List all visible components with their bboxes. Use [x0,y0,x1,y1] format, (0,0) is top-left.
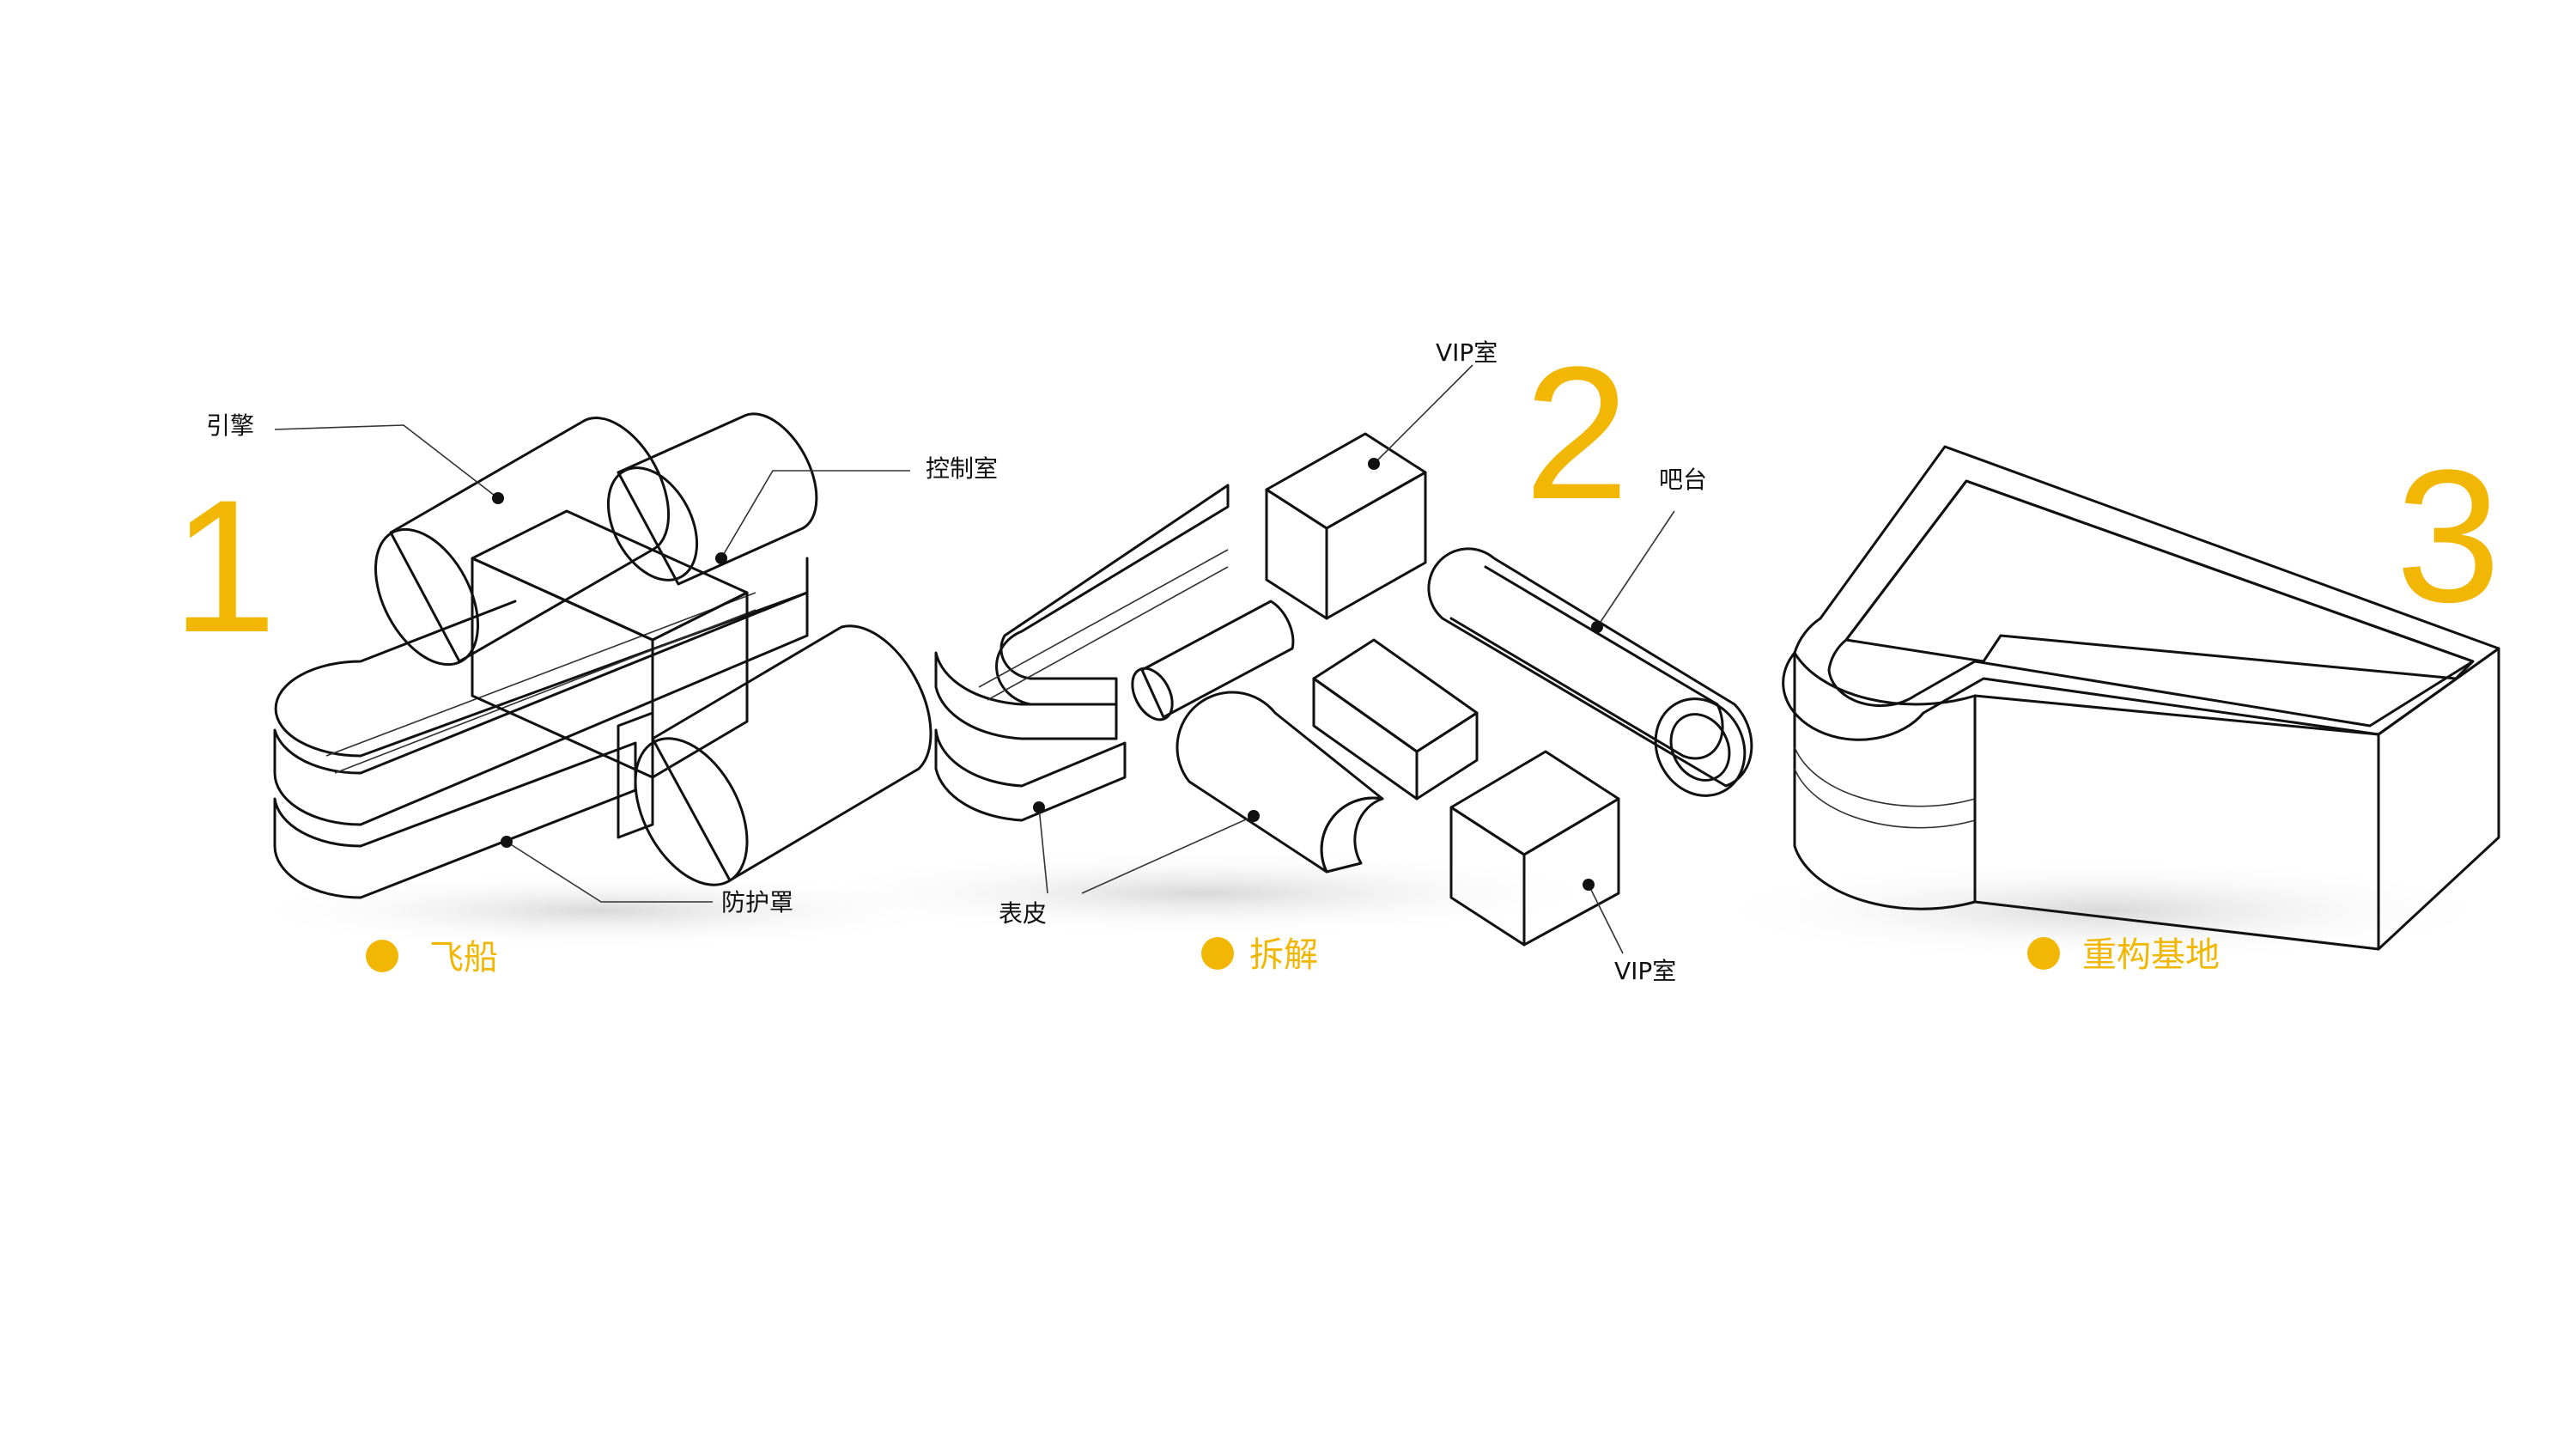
control-room-box [471,509,749,779]
caption-disassembly: 拆解 [1249,935,1318,975]
stage-number-1: 1 [172,460,276,672]
shield-bands [273,557,809,899]
small-rod [1131,600,1295,721]
base-rim [1782,445,2500,741]
stage-1-spaceship: 引擎 控制室 防护罩 1 飞船 [172,411,998,977]
stage-number-2: 2 [1524,327,1629,539]
label-engine: 引擎 [206,411,254,440]
ground-shadow [1700,859,2507,962]
skin-pieces [934,484,1230,822]
stage-2-disassembly: VIP室 吧台 表皮 VIP室 2 拆解 [790,327,1753,985]
half-cylinder [1176,691,1384,874]
leaders-stage-1 [274,424,910,903]
vip-cube-top [1265,432,1427,620]
caption-spaceship: 飞船 [429,938,498,977]
label-bar: 吧台 [1659,466,1707,494]
caption-bullet-1 [366,940,398,972]
label-skin: 表皮 [999,899,1047,928]
vip-cube-bottom [1449,750,1620,947]
stage-3-rebuilt-base: 3 重构基地 [1700,430,2507,975]
label-vip-room-top: VIP室 [1436,338,1498,367]
stage-number-3: 3 [2396,430,2500,642]
middle-block [1312,638,1479,801]
ground-shadow [240,872,962,949]
base-inner-wall [1844,479,2475,680]
ground-shadow [790,850,1614,936]
front-cylinder [617,624,933,886]
label-vip-room-bottom: VIP室 [1614,957,1676,985]
caption-bullet-2 [1201,937,1234,970]
leaders-stage-2 [1033,364,1675,954]
engine-cylinder [374,417,671,667]
base-end-wall [2377,647,2500,951]
label-shield: 防护罩 [721,888,793,916]
label-control-room: 控制室 [926,454,998,483]
upper-cylinder [606,412,818,586]
caption-rebuilt-base: 重构基地 [2082,935,2220,975]
caption-bullet-3 [2027,937,2060,970]
bar-tube [1427,547,1753,797]
